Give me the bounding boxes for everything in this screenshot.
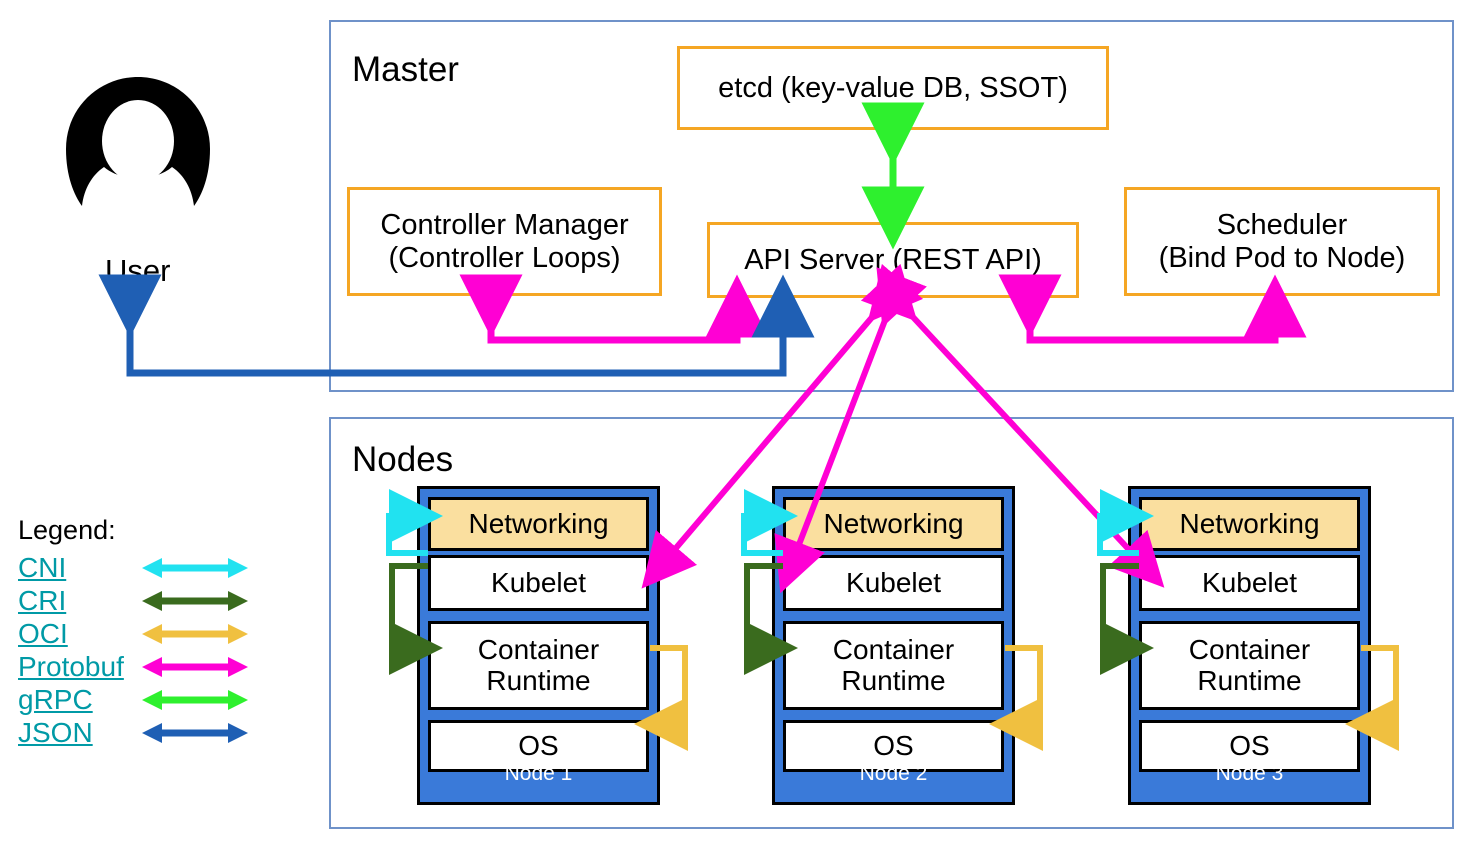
node1-layer-kubelet[interactable]: Kubelet <box>428 555 649 611</box>
node2-layer-kubelet[interactable]: Kubelet <box>783 555 1004 611</box>
legend-label-cni[interactable]: CNI <box>18 551 67 583</box>
node1-layer-networking[interactable]: Networking <box>428 497 649 551</box>
legend-label-json[interactable]: JSON <box>18 716 93 748</box>
controller-manager-label: Controller Manager (Controller Loops) <box>380 209 629 274</box>
protobuf-arrow-icon <box>142 656 248 677</box>
api-server-label: API Server (REST API) <box>744 243 1042 276</box>
legend-item-json[interactable]: JSON <box>18 716 250 749</box>
master-group-title: Master <box>352 50 459 89</box>
user-avatar-glyph <box>66 77 210 206</box>
controller-manager-box[interactable]: Controller Manager (Controller Loops) <box>347 187 662 296</box>
user-label: User <box>105 253 171 288</box>
legend: Legend: CNI CRI OCI Protobuf <box>18 517 250 749</box>
node-card[interactable]: Networking Kubelet Container Runtime OS … <box>772 486 1015 805</box>
node2-name: Node 2 <box>859 762 928 785</box>
legend-item-protobuf[interactable]: Protobuf <box>18 650 250 683</box>
node-card[interactable]: Networking Kubelet Container Runtime OS … <box>417 486 660 805</box>
cri-arrow-icon <box>142 590 248 611</box>
node3-layer-kubelet[interactable]: Kubelet <box>1139 555 1360 611</box>
node1-layer-os[interactable]: OS <box>428 720 649 772</box>
cni-arrow-icon <box>142 557 248 578</box>
scheduler-box[interactable]: Scheduler (Bind Pod to Node) <box>1124 187 1440 296</box>
legend-label-oci[interactable]: OCI <box>18 617 68 649</box>
legend-title: Legend: <box>18 515 116 545</box>
node1-name: Node 1 <box>504 762 573 785</box>
node3-layer-os[interactable]: OS <box>1139 720 1360 772</box>
legend-item-oci[interactable]: OCI <box>18 617 250 650</box>
json-arrow-icon <box>142 722 248 743</box>
node2-layer-container-runtime[interactable]: Container Runtime <box>783 621 1004 710</box>
node3-layer-container-runtime[interactable]: Container Runtime <box>1139 621 1360 710</box>
legend-label-protobuf[interactable]: Protobuf <box>18 650 124 682</box>
scheduler-label: Scheduler (Bind Pod to Node) <box>1158 209 1406 274</box>
legend-item-cni[interactable]: CNI <box>18 551 250 584</box>
node2-layer-os[interactable]: OS <box>783 720 1004 772</box>
node3-layer-networking[interactable]: Networking <box>1139 497 1360 551</box>
legend-item-cri[interactable]: CRI <box>18 584 250 617</box>
node2-layer-networking[interactable]: Networking <box>783 497 1004 551</box>
node3-name: Node 3 <box>1215 762 1284 785</box>
legend-item-grpc[interactable]: gRPC <box>18 683 250 716</box>
legend-label-grpc[interactable]: gRPC <box>18 683 93 715</box>
node-card[interactable]: Networking Kubelet Container Runtime OS … <box>1128 486 1371 805</box>
user-avatar-icon <box>64 75 212 215</box>
etcd-label: etcd (key-value DB, SSOT) <box>718 71 1068 104</box>
nodes-group-title: Nodes <box>352 440 454 479</box>
legend-label-cri[interactable]: CRI <box>18 584 67 616</box>
oci-arrow-icon <box>142 623 248 644</box>
api-server-box[interactable]: API Server (REST API) <box>707 222 1079 298</box>
node1-layer-container-runtime[interactable]: Container Runtime <box>428 621 649 710</box>
etcd-box[interactable]: etcd (key-value DB, SSOT) <box>677 46 1109 130</box>
grpc-arrow-icon <box>142 689 248 710</box>
